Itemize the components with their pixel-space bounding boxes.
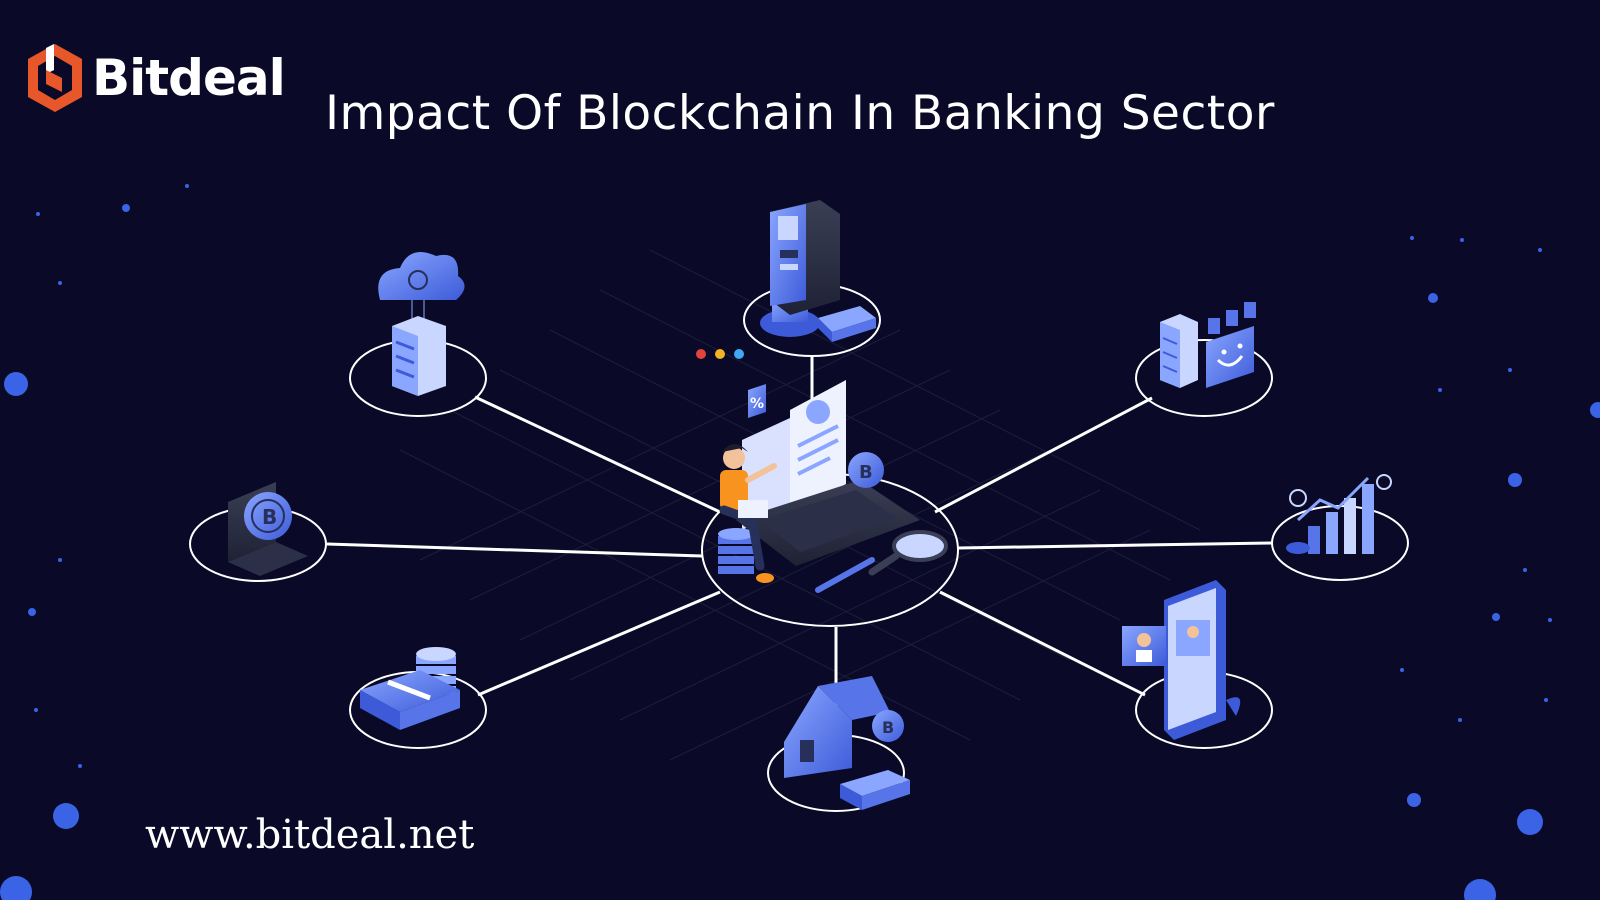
- brand: Bitdeal: [24, 40, 286, 116]
- cash-coins-icon: [360, 647, 460, 730]
- bitdeal-hexagon-logo-icon: [28, 44, 82, 112]
- video-call-phone-icon: [1122, 580, 1241, 740]
- server-monitor-icon: [1160, 302, 1256, 388]
- percent-tag-icon: %: [748, 384, 766, 418]
- atm-machine-icon: [760, 200, 876, 342]
- connector-lines: [326, 355, 1273, 760]
- svg-text:B: B: [859, 462, 873, 483]
- brand-name: Bitdeal: [92, 49, 286, 107]
- svg-text:%: %: [750, 396, 764, 412]
- person-laptop-profile-icon: % B: [696, 349, 948, 593]
- house-bitcoin-icon: B: [784, 676, 910, 810]
- svg-text:B: B: [882, 718, 894, 737]
- dot-yellow: [715, 349, 725, 359]
- cloud-server-icon: [378, 252, 465, 396]
- website-url: www.bitdeal.net: [145, 812, 475, 858]
- background-dots: [0, 184, 1600, 900]
- dot-red: [696, 349, 706, 359]
- dot-blue: [734, 349, 744, 359]
- svg-text:B: B: [262, 505, 277, 529]
- ring-monitor: [1135, 339, 1273, 417]
- bitcoin-laptop-icon: B: [228, 482, 308, 576]
- page-title: Impact Of Blockchain In Banking Sector: [325, 86, 1275, 141]
- analytics-chart-icon: [1286, 474, 1392, 554]
